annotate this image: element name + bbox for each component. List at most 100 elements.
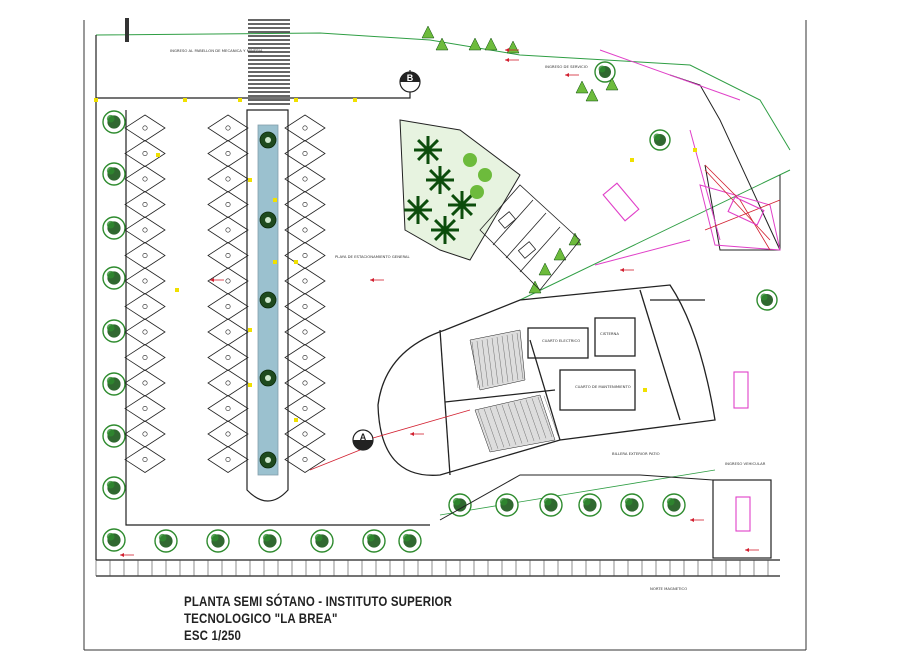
tree-symbol [649, 129, 671, 151]
light-marker [248, 178, 252, 182]
parking-bay [124, 165, 166, 193]
auditorium-seating [471, 332, 559, 451]
parking-bay [124, 344, 166, 371]
tree-symbol [102, 424, 126, 448]
section-marker-b: B [399, 71, 421, 93]
seat-row [486, 338, 494, 386]
bay-marker [302, 202, 308, 208]
diagonal-bays [479, 184, 581, 291]
palm-frond [429, 178, 442, 191]
palm-frond [460, 194, 473, 207]
tree-symbol [258, 529, 282, 553]
tree-symbol [102, 216, 126, 240]
arrow-head [745, 548, 749, 552]
seat-row [495, 406, 511, 447]
palm-frond [451, 194, 464, 207]
main-building [377, 284, 716, 476]
parking-bay [284, 140, 326, 167]
parking-bay [207, 318, 249, 346]
tree-symbol [154, 529, 178, 553]
bay-marker [142, 278, 148, 284]
parking-bay [284, 318, 326, 346]
label-maintenance-room: CUARTO DE MANTENIMIENTO [575, 384, 631, 389]
tree-symbol [578, 493, 602, 517]
parking-bay [284, 267, 326, 295]
bay-marker [225, 380, 231, 386]
light-marker [643, 388, 647, 392]
light-marker [248, 383, 252, 387]
light-marker [175, 288, 179, 292]
tree-symbol [756, 289, 778, 311]
light-marker [294, 418, 298, 422]
light-marker [273, 260, 277, 264]
palm-frond [434, 219, 447, 232]
seat-row [483, 408, 499, 449]
seat-row [507, 403, 523, 444]
parking-bays-center [207, 114, 249, 473]
seat-row [531, 398, 547, 439]
seat-row [519, 400, 535, 441]
covered-parking [712, 479, 772, 559]
arrow-head [505, 48, 509, 52]
tree-row-top [421, 25, 778, 311]
parking-bay [284, 293, 326, 320]
seat-row [516, 332, 524, 380]
bay-marker [225, 431, 231, 437]
property-line-right [519, 169, 791, 301]
bay-marker [142, 253, 148, 259]
parking-bay [284, 165, 326, 193]
parking-bay [207, 293, 249, 320]
bay-marker [142, 303, 148, 309]
bay-marker [302, 354, 308, 360]
parking-bay [124, 446, 166, 473]
parking-bay [207, 114, 249, 142]
parking-bay [207, 140, 249, 167]
light-marker [156, 153, 160, 157]
bay-marker [302, 176, 308, 182]
tree-symbol [102, 476, 126, 500]
parking-bay [124, 318, 166, 346]
label-top-right-access: INGRESO DE SERVICIO [545, 64, 588, 69]
seat-row [525, 399, 541, 440]
seat-row [501, 335, 509, 383]
seat-row [543, 395, 559, 436]
section-marker-a: A [309, 409, 471, 471]
bay-marker [142, 151, 148, 157]
parking-bay [284, 242, 326, 269]
garden-tree [470, 185, 484, 199]
palm-frond [443, 219, 456, 232]
tree-symbol [102, 162, 126, 186]
tree-symbol [594, 61, 616, 83]
palm-garden [399, 119, 521, 261]
seat-row [513, 402, 529, 443]
parking-bay [284, 446, 326, 473]
parking-bay [284, 114, 326, 142]
tree-symbol [495, 493, 519, 517]
parking-bay [124, 395, 166, 422]
hedge-tree [538, 262, 552, 276]
bay-marker [142, 354, 148, 360]
arrow-head [120, 553, 124, 557]
palm-frond [438, 169, 451, 182]
bay-marker [225, 253, 231, 259]
palm-frond [426, 139, 439, 152]
parking-bays-left [124, 114, 166, 473]
bay-marker [302, 329, 308, 335]
label-electric-room: CUARTO ELECTRICO [542, 338, 580, 343]
label-cistern: CISTERNA [600, 331, 619, 336]
central-island [246, 109, 289, 502]
island-tree-core [265, 375, 271, 381]
title-line-3: ESC 1/250 [184, 627, 242, 643]
label-north-arrow-note: NORTE MAGNETICO [650, 586, 687, 591]
parking-bay [284, 395, 326, 422]
label-covered-parking: INGRESO VEHICULAR [725, 461, 766, 466]
island-tree-core [265, 297, 271, 303]
palm-frond [416, 208, 429, 221]
light-marker [693, 148, 697, 152]
hedge-tree [528, 280, 542, 294]
bay-marker [302, 125, 308, 131]
light-marker [294, 260, 298, 264]
tree-symbol [662, 493, 686, 517]
property-line [95, 32, 791, 151]
plaza-edge [439, 474, 714, 521]
